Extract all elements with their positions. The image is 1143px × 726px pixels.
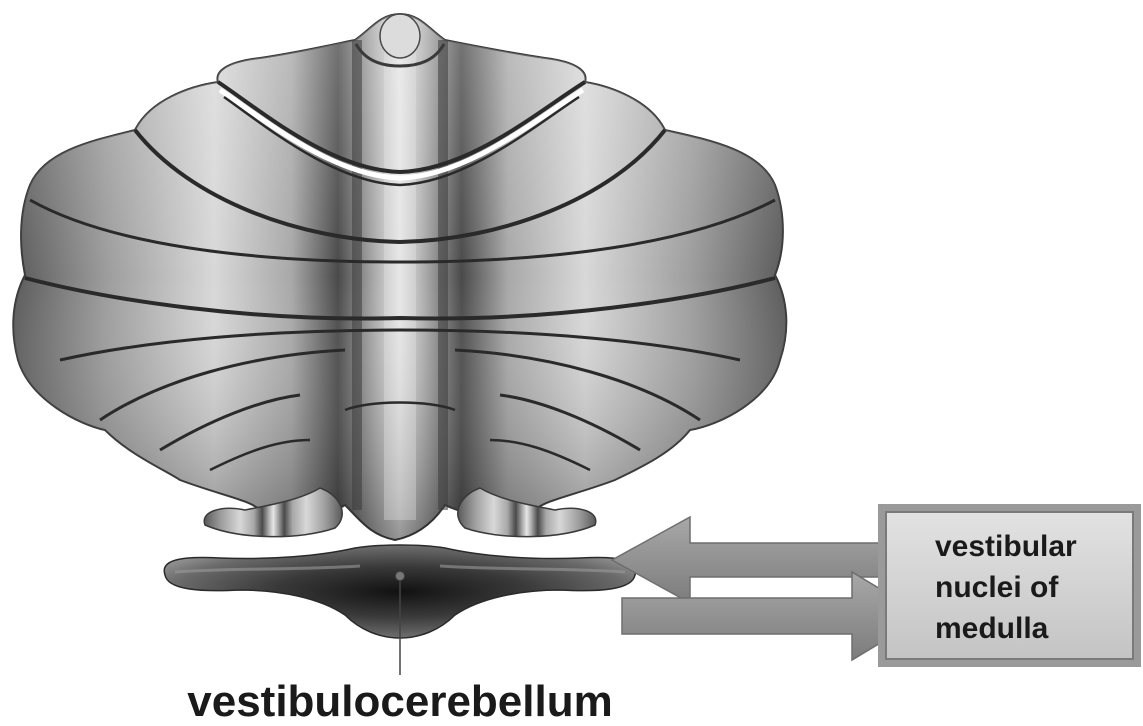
vestibulocerebellum-label: vestibulocerebellum <box>187 677 612 726</box>
vestibular-nuclei-box: vestibular nuclei of medulla <box>878 504 1141 667</box>
box-label-line1: vestibular <box>935 530 1077 563</box>
flocculonodular-lobe <box>164 545 636 675</box>
box-label-line2: nuclei of <box>935 571 1059 604</box>
vermis-top <box>380 14 420 58</box>
vestibulocerebellum-marker <box>396 572 405 581</box>
cerebellum-body <box>13 14 786 540</box>
box-label-line3: medulla <box>935 612 1049 645</box>
